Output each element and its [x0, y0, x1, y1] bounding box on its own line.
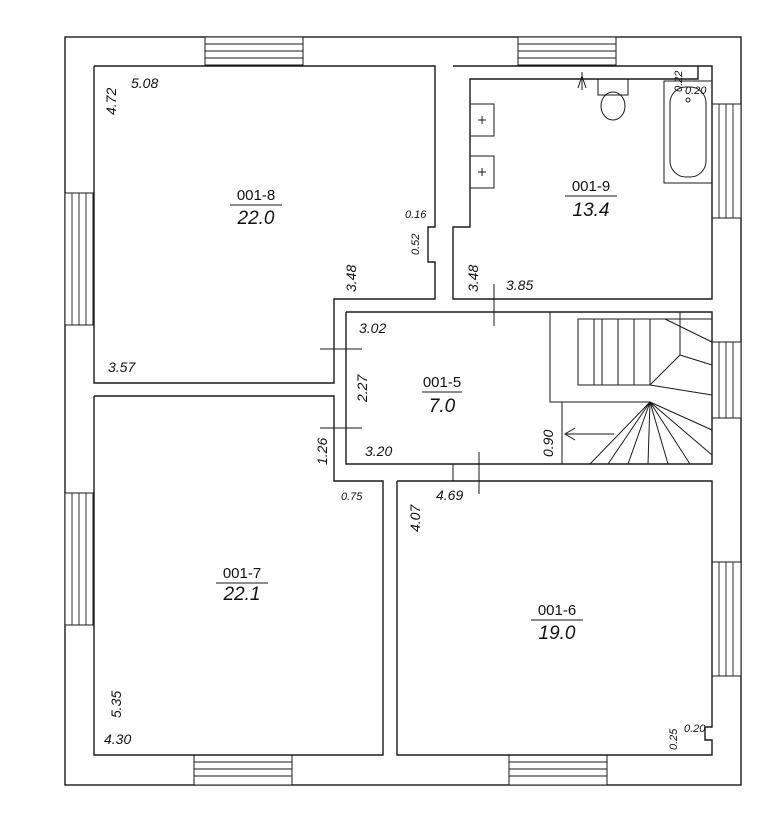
window-bottom-left: [193, 754, 293, 786]
staircase: [549, 312, 713, 465]
dim-r5-bottom: 3.20: [365, 443, 392, 459]
sink-icon: [469, 103, 495, 189]
window-right-stairs: [711, 341, 742, 419]
dim-r8-niche-h: 0.52: [410, 234, 422, 255]
window-top-left: [204, 36, 304, 66]
window-top-right: [517, 36, 617, 66]
dim-r9-left: 3.48: [465, 265, 481, 292]
toilet-icon: [597, 78, 629, 121]
dim-r5-step: 1.26: [314, 438, 330, 465]
room-001-5-outline: [345, 311, 713, 465]
window-left-bottom: [64, 492, 94, 626]
room-001-7-id: 001-7: [223, 565, 261, 582]
dim-r7-offset: 0.75: [341, 491, 363, 503]
room-001-8-outline: [93, 65, 436, 384]
dim-r8-height: 4.72: [103, 88, 119, 115]
dim-r6-niche-h: 0.25: [668, 728, 680, 750]
window-right-bottom: [711, 561, 742, 677]
dim-r8-bottom: 3.57: [108, 359, 136, 375]
room-001-5-id: 001-5: [423, 374, 461, 391]
room-001-7-outline: [93, 395, 384, 756]
room-001-8-area: 22.0: [237, 208, 275, 229]
dim-r6-height: 4.07: [407, 504, 423, 532]
room-001-8-id: 001-8: [237, 187, 275, 204]
room-001-9-area: 13.4: [573, 200, 610, 221]
dim-r9-bottom: 3.85: [506, 277, 533, 293]
window-left-top: [64, 192, 94, 326]
dim-r9-bath-w: 0.20: [685, 85, 707, 97]
dim-r6-width: 4.69: [436, 487, 463, 503]
room-001-6-id: 001-6: [538, 602, 576, 619]
dim-r5-top: 3.02: [359, 320, 386, 336]
dim-r5-left: 2.27: [354, 374, 370, 403]
dim-r6-niche-w: 0.20: [684, 723, 706, 735]
dim-r9-top-right: 0.22: [673, 71, 685, 92]
dim-r5-stair: 0.90: [540, 430, 556, 457]
room-001-6-outline: [396, 480, 713, 756]
room-001-7-area: 22.1: [223, 584, 261, 605]
dim-r7-height: 5.35: [108, 691, 124, 718]
room-001-5-area: 7.0: [429, 396, 456, 417]
window-right-bath: [711, 103, 742, 219]
dim-r8-niche-w: 0.16: [405, 209, 427, 221]
room-001-6-area: 19.0: [539, 623, 576, 644]
door-arrow-icon: [577, 72, 587, 90]
outer-wall: [64, 36, 742, 786]
dim-r7-width: 4.30: [104, 731, 131, 747]
dim-r8-right: 3.48: [343, 265, 359, 292]
bathtub-icon: [663, 80, 713, 184]
room-001-9-id: 001-9: [572, 178, 610, 195]
dim-r8-width: 5.08: [131, 75, 158, 91]
window-bottom-right: [508, 754, 608, 786]
